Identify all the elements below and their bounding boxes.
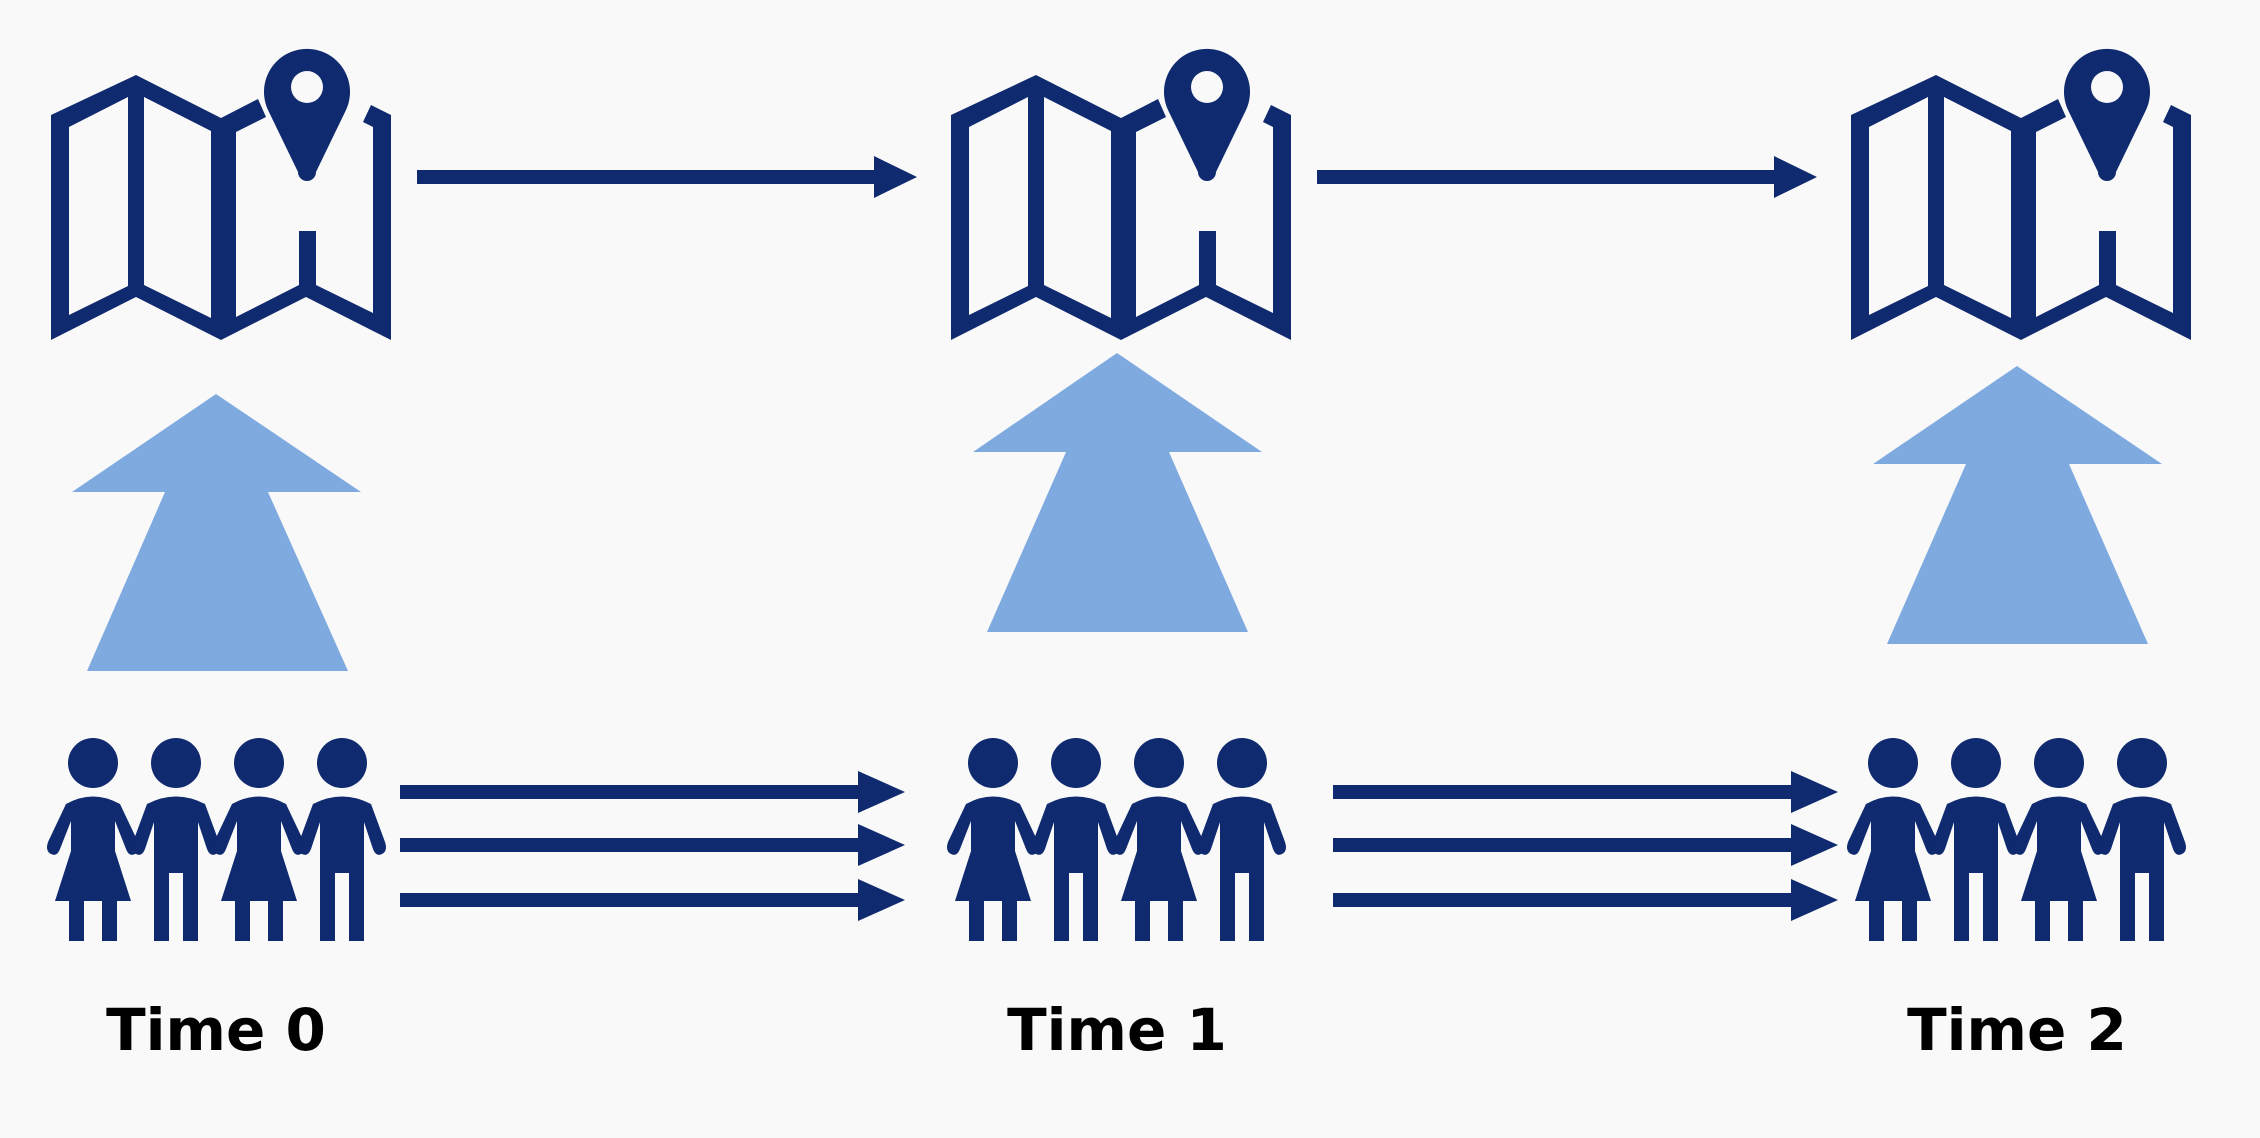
arrow-up-icon [973, 353, 1262, 632]
arrow-up-icon [1873, 366, 2162, 644]
stage-label-time-1: Time 1 [1007, 996, 1227, 1064]
stage-label-time-2: Time 2 [1907, 996, 2127, 1064]
stage-label-time-0: Time 0 [106, 996, 326, 1064]
arrow-up-icon [72, 394, 361, 671]
